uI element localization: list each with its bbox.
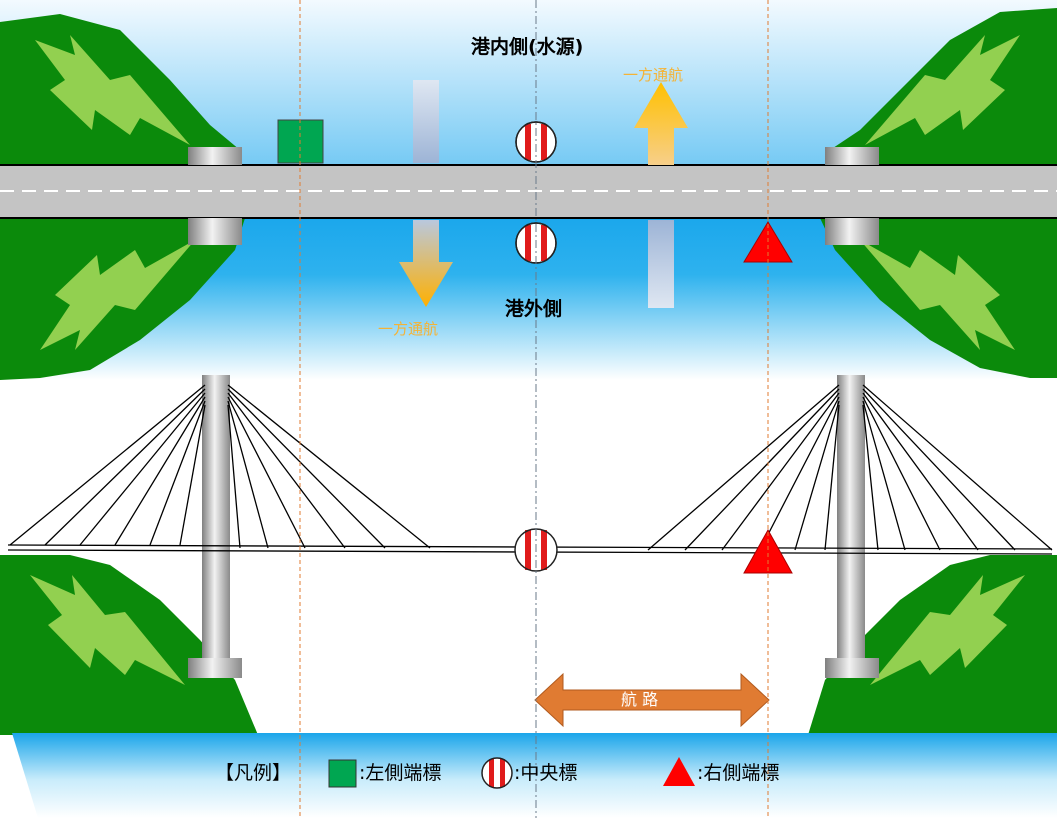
tower-base-right	[825, 658, 879, 678]
center-marker	[515, 121, 557, 163]
leaf-shape	[35, 35, 190, 145]
stay-cables-left	[9, 384, 431, 549]
ship-wake	[648, 220, 674, 308]
leaf-shape	[865, 35, 1020, 145]
legend-right-marker-icon	[663, 757, 695, 786]
stay-cables-right	[647, 384, 1053, 551]
leaf-shape	[870, 575, 1025, 685]
legend-right-marker-text: :右側端標	[697, 762, 780, 784]
oneway-arrow-down	[399, 220, 453, 307]
pier-plan	[188, 147, 242, 165]
pier-plan	[825, 218, 879, 245]
legend-left-marker-icon	[328, 759, 357, 788]
tower-base-left	[188, 658, 242, 678]
inner-harbor-label: 港内側(水源)	[471, 36, 584, 58]
leaf-shape	[40, 240, 195, 350]
oneway-label-down: 一方通航	[378, 320, 439, 338]
bridge-tower-right	[837, 375, 865, 660]
guide-lines	[299, 0, 769, 818]
legend-center-marker-text: :中央標	[514, 762, 578, 784]
legend-water	[12, 733, 1057, 818]
right-side-marker	[743, 528, 793, 574]
pier-plan	[825, 147, 879, 165]
pier-plan	[188, 218, 242, 245]
bridge-tower-left	[202, 375, 230, 660]
ship-wake	[413, 80, 439, 163]
oneway-arrow-up	[634, 82, 688, 165]
legend-title: 【凡例】	[215, 762, 292, 784]
outer-harbor-label: 港外側	[505, 298, 563, 320]
leaf-shape	[30, 575, 185, 685]
leaf-shape	[860, 240, 1015, 350]
legend-center-marker-icon	[481, 757, 513, 789]
channel-label: 航 路	[621, 690, 659, 709]
oneway-label-up: 一方通航	[623, 66, 684, 84]
legend-left-marker-text: :左側端標	[359, 762, 442, 784]
channel-arrow	[534, 672, 770, 728]
